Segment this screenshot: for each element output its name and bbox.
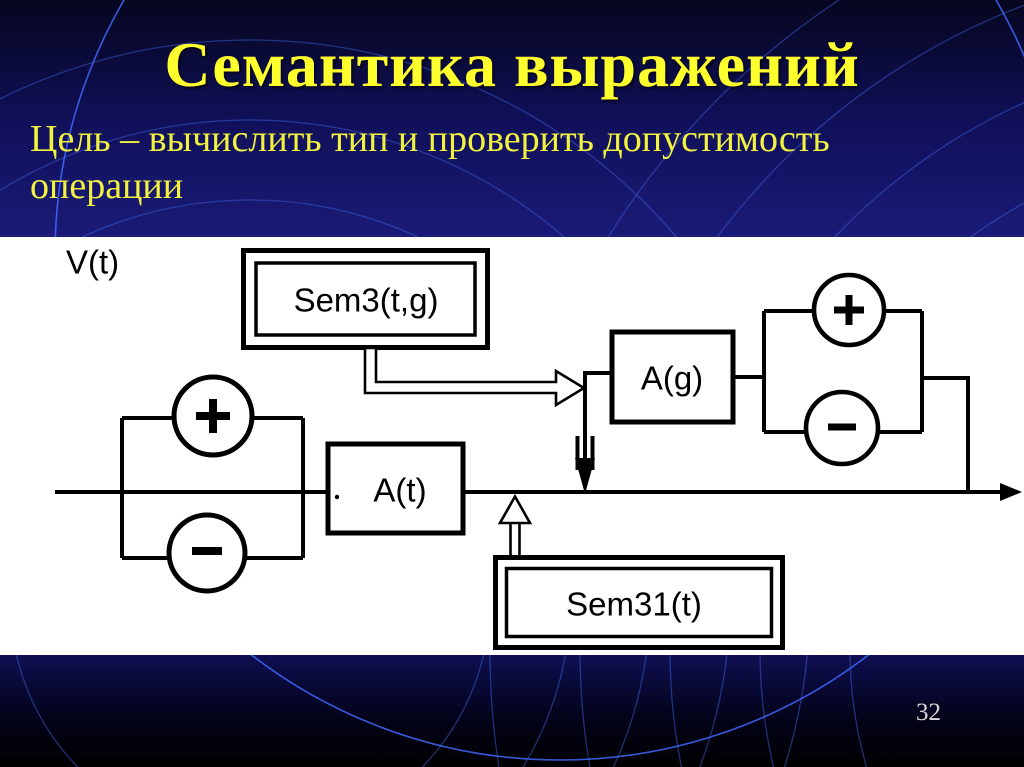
slide-title: Семантика выражений	[164, 29, 860, 100]
sem3-hollow-arrow-icon	[363, 346, 587, 408]
input-label: V(t)	[66, 244, 119, 281]
a-t-box: A(t)	[325, 441, 466, 536]
main-line	[55, 483, 1022, 501]
sem31-hollow-up-arrow-icon	[497, 493, 533, 557]
a-g-label: A(g)	[641, 360, 703, 397]
subtitle-line-1: Цель – вычислить тип и проверить допусти…	[30, 118, 830, 160]
slide-subtitle: Цель – вычислить тип и проверить допусти…	[30, 116, 970, 210]
subtitle-line-2: операции	[30, 165, 184, 207]
down-arrowhead-icon	[575, 458, 595, 494]
sem31-label: Sem31(t)	[566, 586, 702, 623]
junction-down-arrow	[575, 371, 613, 494]
left-sign-branch	[120, 374, 305, 594]
railroad-diagram: A(t) Sem3(t,g) A(g)	[55, 244, 1022, 650]
plus-operator-left-icon	[196, 399, 230, 433]
a-g-box: A(g)	[609, 329, 764, 425]
right-arrowhead-icon	[1000, 483, 1022, 501]
stray-dot	[334, 494, 340, 500]
sem31-box: Sem31(t)	[493, 493, 785, 650]
sem3-box: Sem3(t,g)	[241, 248, 490, 350]
plus-operator-right-icon	[834, 295, 864, 325]
a-t-label: A(t)	[373, 472, 426, 509]
branch-output-line	[922, 376, 970, 492]
diagram-panel: A(t) Sem3(t,g) A(g)	[0, 237, 1024, 655]
right-sign-branch	[762, 272, 970, 492]
sem3-label: Sem3(t,g)	[294, 282, 439, 319]
page-number: 32	[916, 699, 941, 726]
